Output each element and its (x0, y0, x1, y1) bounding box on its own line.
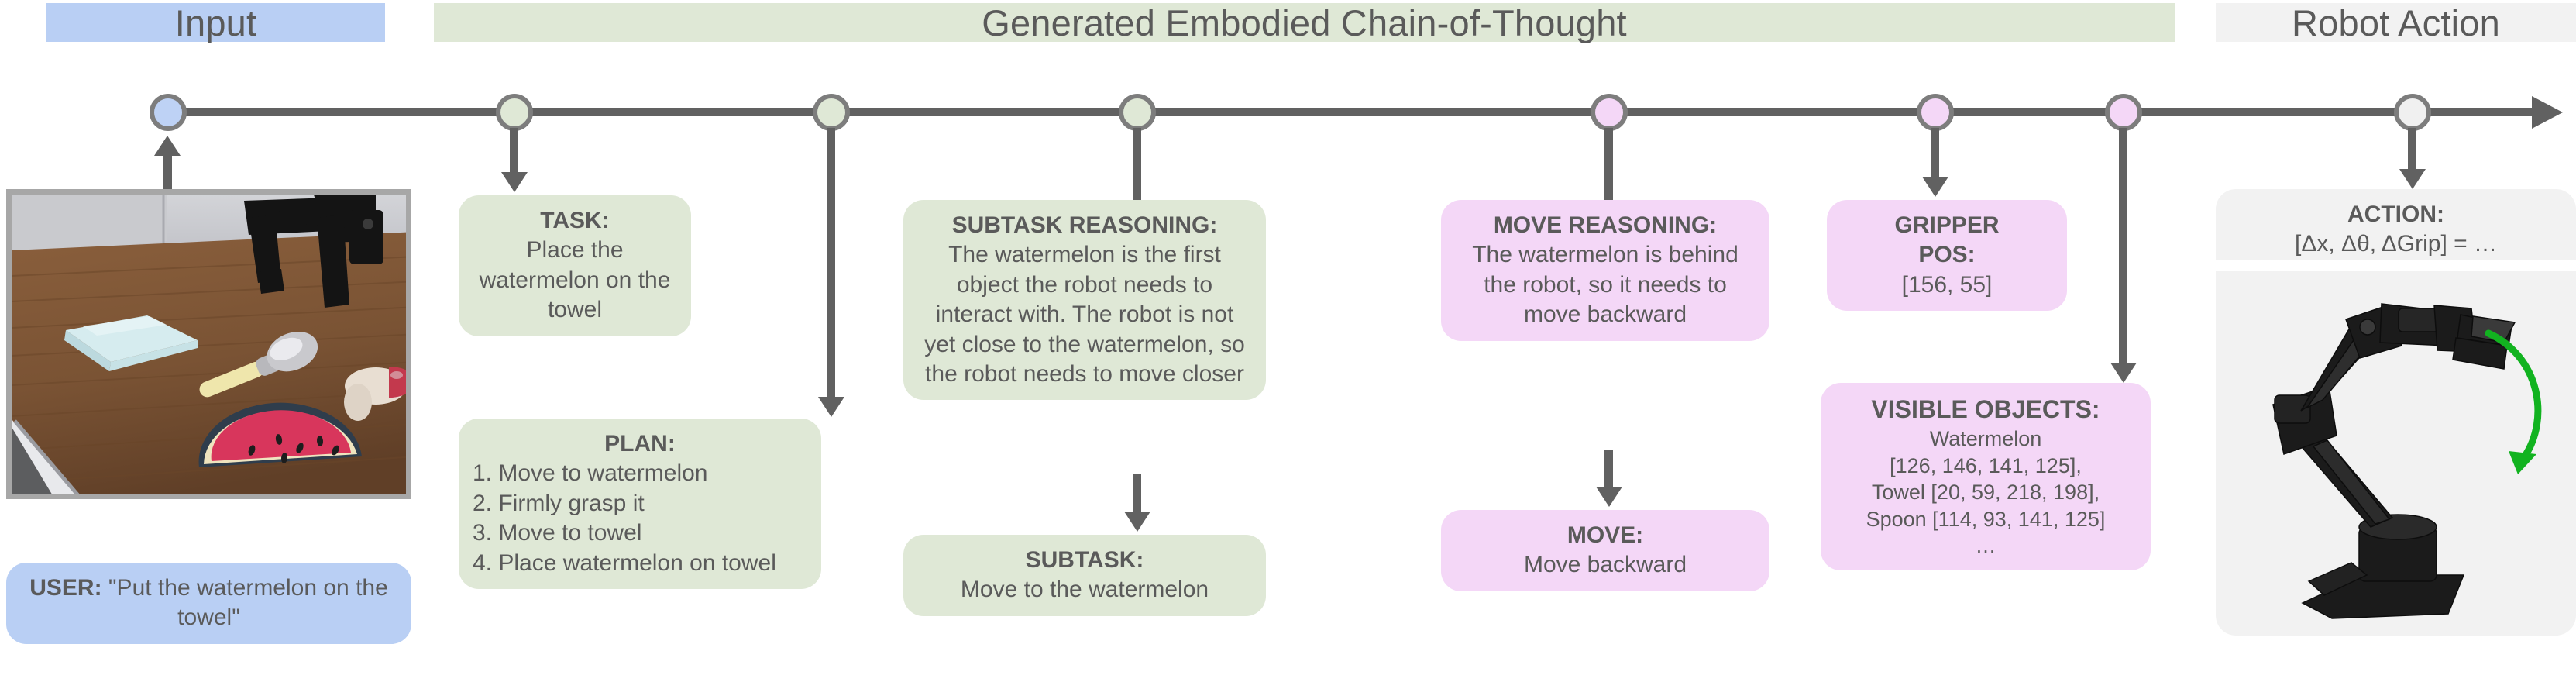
connector-reasoning-to-move (1604, 450, 1613, 492)
plan-step: 4. Place watermelon on towel (473, 549, 776, 576)
connector-subtask-reasoning (1133, 128, 1141, 202)
node-gripper-pos-icon (1917, 94, 1954, 131)
subtask-reasoning-body: The watermelon is the first object the r… (924, 242, 1245, 387)
timeline-axis (166, 108, 2536, 116)
rotation-arrowhead-icon (2509, 451, 2536, 474)
visible-objects-line: Towel [20, 59, 218, 198], (1871, 481, 2100, 505)
input-scene-photo (6, 189, 411, 499)
plan-steps: 1. Move to watermelon 2. Firmly grasp it… (473, 459, 807, 578)
visible-objects-line: … (1975, 534, 1996, 558)
subtask-body: Move to the watermelon (960, 577, 1209, 603)
connector-action-arrowhead-icon (2399, 169, 2426, 189)
connector-reasoning-to-subtask (1133, 474, 1141, 517)
connector-input-arrowhead-icon (154, 136, 181, 156)
move-title: MOVE: (1567, 522, 1644, 548)
connector-reasoning-to-subtask-arrowhead-icon (1124, 512, 1150, 532)
task-title: TASK: (540, 208, 610, 233)
connector-visible-objects-arrowhead-icon (2110, 363, 2137, 383)
connector-move-reasoning (1604, 128, 1613, 202)
visible-objects-line: Spoon [114, 93, 141, 125] (1866, 507, 2106, 531)
node-move-reasoning-icon (1591, 94, 1628, 131)
connector-task-arrowhead-icon (501, 172, 528, 192)
subtask-reasoning-title: SUBTASK REASONING: (951, 212, 1218, 238)
task-body: Place the watermelon on the towel (479, 237, 671, 323)
scene-illustration-icon (12, 195, 406, 494)
action-body: [Δx, Δθ, ΔGrip] = … (2294, 231, 2498, 257)
plan-step: 3. Move to towel (473, 520, 642, 546)
visible-objects-title: VISIBLE OBJECTS: (1871, 395, 2100, 423)
action-title: ACTION: (2347, 202, 2444, 227)
node-visible-objects-icon (2105, 94, 2142, 131)
header-chain-of-thought-label: Generated Embodied Chain-of-Thought (982, 2, 1627, 43)
subtask-reasoning-card: SUBTASK REASONING: The watermelon is the… (903, 200, 1266, 401)
user-quote: "Put the watermelon on the towel" (108, 575, 388, 631)
connector-plan (827, 128, 835, 403)
move-body: Move backward (1523, 552, 1687, 578)
connector-reasoning-to-move-arrowhead-icon (1596, 487, 1622, 507)
task-card: TASK: Place the watermelon on the towel (459, 195, 691, 336)
move-card: MOVE: Move backward (1441, 510, 1769, 591)
connector-task (510, 128, 518, 178)
node-plan-icon (813, 94, 850, 131)
visible-objects-line: [126, 146, 141, 125], (1890, 453, 2082, 477)
header-robot-action-label: Robot Action (2292, 2, 2500, 43)
node-subtask-reasoning-icon (1119, 94, 1156, 131)
user-label: USER: (29, 575, 102, 601)
timeline-arrowhead-icon (2532, 96, 2563, 129)
gripper-pos-title-line2: POS: (1918, 242, 1976, 268)
gripper-pos-body: [156, 55] (1901, 271, 1993, 298)
gripper-pos-title-line1: GRIPPER (1894, 212, 2000, 238)
connector-action (2408, 128, 2416, 174)
node-task-icon (496, 94, 533, 131)
connector-gripper-pos (1931, 128, 1939, 182)
connector-visible-objects (2119, 128, 2127, 368)
header-robot-action: Robot Action (2216, 2, 2576, 43)
subtask-card: SUBTASK: Move to the watermelon (903, 535, 1266, 616)
visible-objects-line: Watermelon (1929, 426, 2042, 450)
move-reasoning-title: MOVE REASONING: (1493, 212, 1718, 238)
header-chain-of-thought: Generated Embodied Chain-of-Thought (434, 2, 2175, 43)
plan-step: 1. Move to watermelon (473, 460, 708, 487)
plan-step: 2. Firmly grasp it (473, 490, 645, 516)
plan-card: PLAN: 1. Move to watermelon 2. Firmly gr… (459, 419, 821, 589)
node-input-icon (150, 94, 187, 131)
header-input-label: Input (174, 2, 257, 43)
connector-gripper-pos-arrowhead-icon (1922, 177, 1948, 197)
plan-title: PLAN: (604, 431, 676, 456)
node-action-icon (2394, 94, 2431, 131)
action-card: ACTION: [Δx, Δθ, ΔGrip] = … (2216, 189, 2576, 260)
user-instruction-card: USER: "Put the watermelon on the towel" (6, 563, 411, 644)
subtask-title: SUBTASK: (1025, 547, 1144, 573)
robot-arm-icon (2272, 303, 2542, 619)
connector-plan-arrowhead-icon (818, 397, 844, 417)
move-reasoning-card: MOVE REASONING: The watermelon is behind… (1441, 200, 1769, 341)
header-input: Input (46, 2, 385, 43)
move-reasoning-body: The watermelon is behind the robot, so i… (1472, 242, 1739, 328)
gripper-pos-card: GRIPPER POS: [156, 55] (1827, 200, 2067, 312)
visible-objects-card: VISIBLE OBJECTS: Watermelon [126, 146, 1… (1821, 383, 2151, 570)
robot-arm-panel (2216, 271, 2576, 636)
